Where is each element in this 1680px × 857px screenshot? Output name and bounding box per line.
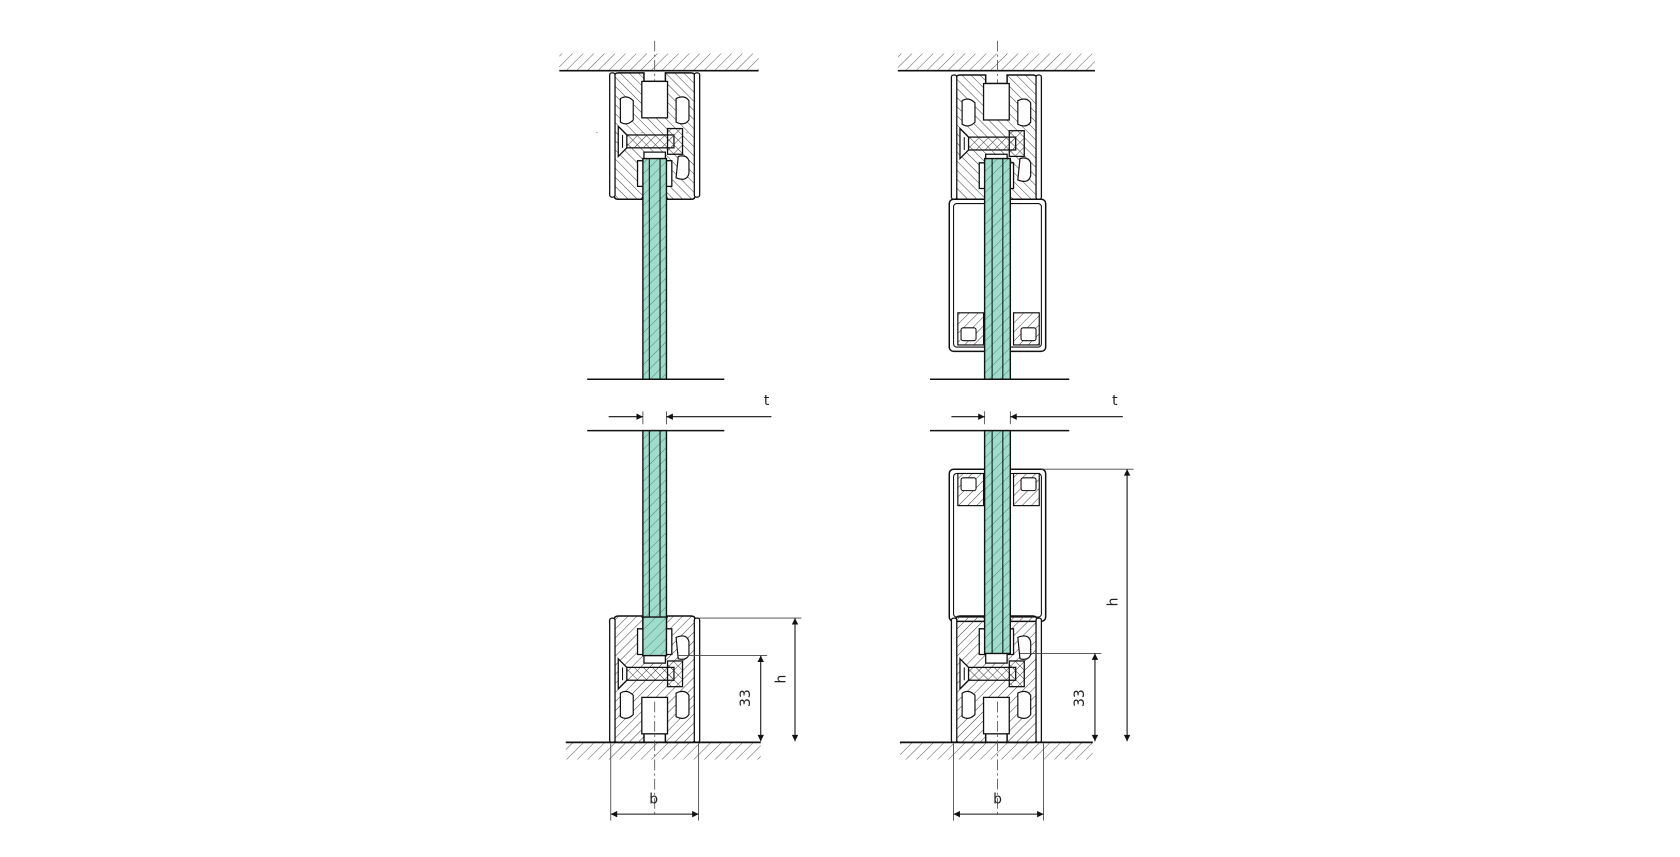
dim-h-left: h [773,675,789,684]
dim-b-right: b [993,791,1002,807]
dim-t-right: t [1112,393,1118,409]
view-top-right [897,40,1095,380]
view-bottom-right: t h 33 b [899,393,1134,821]
dim-t-left: t [764,393,770,409]
dim-33-right: 33 [1072,689,1088,707]
dim-b-left: b [649,791,658,807]
dim-33-left: 33 [738,689,754,707]
dim-h-right: h [1105,597,1121,606]
view-top-left [559,40,759,380]
view-bottom-left: t h 33 b [565,393,802,821]
